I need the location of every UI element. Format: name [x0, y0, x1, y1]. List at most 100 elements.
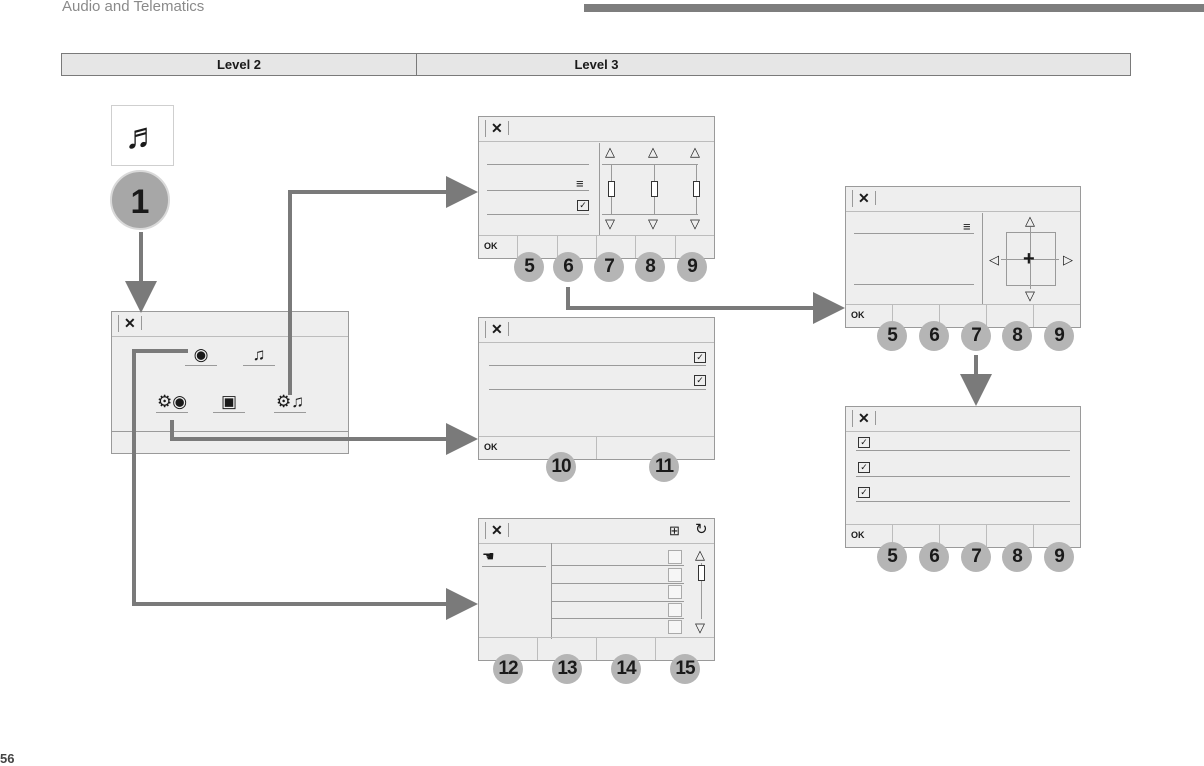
footer-button[interactable] [987, 525, 1034, 547]
callout-badge: 5 [877, 542, 907, 572]
list-item-checkbox[interactable] [668, 620, 682, 634]
refresh-icon[interactable]: ↻ [695, 521, 708, 538]
checklist-panel: ✕ ✓ ✓ ✓ OK [845, 406, 1081, 548]
footer-button[interactable] [558, 236, 597, 258]
triangle-up-icon[interactable]: △ [695, 547, 705, 562]
list-item-checkbox[interactable] [668, 603, 682, 617]
triangle-up-icon[interactable]: △ [1025, 213, 1035, 228]
radio-icon[interactable]: ◉ [185, 345, 217, 366]
callout-badge: 11 [649, 452, 679, 482]
checkbox-icon[interactable]: ✓ [694, 375, 706, 386]
footer-button[interactable] [987, 305, 1034, 327]
triangle-down-icon[interactable]: ▽ [1025, 288, 1035, 303]
checkbox-icon[interactable]: ✓ [577, 200, 589, 211]
checkbox-icon[interactable]: ✓ [694, 352, 706, 363]
music-note-icon: ♬ [124, 115, 161, 156]
media-icon[interactable]: ▣ [213, 392, 245, 413]
close-icon[interactable]: ✕ [485, 321, 509, 338]
triangle-up-icon[interactable]: △ [605, 144, 615, 159]
footer-button[interactable] [479, 638, 538, 660]
callout-badge: 5 [514, 252, 544, 282]
level-3-label: Level 3 [574, 57, 619, 72]
radio-settings-panel: ✕ ✓ ✓ OK [478, 317, 715, 460]
arrow-radio-to-media-list [132, 349, 478, 620]
callout-badge: 7 [594, 252, 624, 282]
close-icon[interactable]: ✕ [118, 315, 142, 332]
callout-badge: 8 [1002, 542, 1032, 572]
list-icon[interactable]: ≡ [963, 219, 971, 234]
footer-button[interactable] [893, 525, 940, 547]
triangle-left-icon[interactable]: ◁ [989, 252, 999, 267]
footer-button[interactable] [940, 525, 987, 547]
close-icon[interactable]: ✕ [852, 410, 876, 427]
hand-pointer-icon[interactable]: ☚ [482, 548, 495, 564]
page-number: 56 [0, 751, 15, 766]
callout-badge: 7 [961, 542, 991, 572]
triangle-right-icon[interactable]: ▷ [1063, 252, 1073, 267]
list-icon[interactable]: ≡ [576, 176, 584, 191]
callout-badge: 12 [493, 654, 523, 684]
footer-button[interactable] [940, 305, 987, 327]
callout-badge: 13 [552, 654, 582, 684]
callout-badge: 8 [635, 252, 665, 282]
footer-button[interactable] [518, 236, 558, 258]
balance-cursor[interactable]: + [1023, 248, 1035, 270]
list-item-checkbox[interactable] [668, 568, 682, 582]
callout-badge: 14 [611, 654, 641, 684]
footer-button[interactable] [538, 638, 597, 660]
footer-button[interactable] [597, 236, 637, 258]
callout-badge: 10 [546, 452, 576, 482]
footer-button[interactable] [893, 305, 940, 327]
triangle-down-icon[interactable]: ▽ [605, 216, 615, 231]
music-note-icon[interactable]: ♫ [243, 345, 275, 366]
close-icon[interactable]: ✕ [485, 522, 509, 539]
footer-button[interactable] [636, 236, 676, 258]
level-2-label: Level 2 [62, 54, 417, 75]
step-1-badge: 1 [110, 170, 170, 230]
footer-button[interactable] [597, 638, 656, 660]
ok-button[interactable]: OK [479, 236, 519, 258]
section-title: Audio and Telematics [62, 0, 205, 15]
arrow-equalizer-to-balance [566, 287, 845, 324]
list-item-checkbox[interactable] [668, 585, 682, 599]
media-list-panel: ✕ ⊞ ↻ ☚ △ ▽ [478, 518, 715, 661]
callout-badge: 15 [670, 654, 700, 684]
checkbox-icon[interactable]: ✓ [858, 462, 870, 473]
close-icon[interactable]: ✕ [852, 190, 876, 207]
ok-button[interactable]: OK [846, 525, 893, 547]
triangle-up-icon[interactable]: △ [690, 144, 700, 159]
callout-badge: 7 [961, 321, 991, 351]
balance-panel: ✕ ≡ △ ◁ ▷ ▽ + OK [845, 186, 1081, 328]
callout-badge: 9 [1044, 542, 1074, 572]
callout-badge: 6 [919, 321, 949, 351]
scrollbar-thumb[interactable] [698, 565, 705, 581]
triangle-down-icon[interactable]: ▽ [690, 216, 700, 231]
list-item-checkbox[interactable] [668, 550, 682, 564]
equalizer-panel: ✕ ≡ ✓ △ △ △ ▽ ▽ ▽ OK [478, 116, 715, 259]
callout-badge: 5 [877, 321, 907, 351]
new-list-icon[interactable]: ⊞ [669, 523, 680, 538]
arrow-music-settings-to-equalizer [288, 176, 478, 395]
checkbox-icon[interactable]: ✓ [858, 487, 870, 498]
level-header: Level 2 Level 3 [61, 53, 1131, 76]
checkbox-icon[interactable]: ✓ [858, 437, 870, 448]
slider-handle[interactable] [608, 181, 615, 197]
ok-button[interactable]: OK [479, 437, 597, 459]
callout-badge: 9 [1044, 321, 1074, 351]
callout-badge: 6 [919, 542, 949, 572]
slider-handle[interactable] [651, 181, 658, 197]
menu-panel: ✕ ◉ ♫ ⚙◉ ▣ ⚙♫ [111, 311, 349, 454]
close-icon[interactable]: ✕ [485, 120, 509, 137]
triangle-down-icon[interactable]: ▽ [648, 216, 658, 231]
triangle-down-icon[interactable]: ▽ [695, 620, 705, 635]
arrow-radio-settings-to-radio-panel [170, 420, 478, 455]
callout-badge: 6 [553, 252, 583, 282]
top-bar [584, 4, 1204, 12]
music-settings-icon[interactable]: ⚙♫ [274, 392, 306, 413]
triangle-up-icon[interactable]: △ [648, 144, 658, 159]
ok-button[interactable]: OK [846, 305, 893, 327]
slider-handle[interactable] [693, 181, 700, 197]
radio-settings-icon[interactable]: ⚙◉ [156, 392, 188, 413]
music-icon-box[interactable]: ♬ [111, 105, 174, 166]
